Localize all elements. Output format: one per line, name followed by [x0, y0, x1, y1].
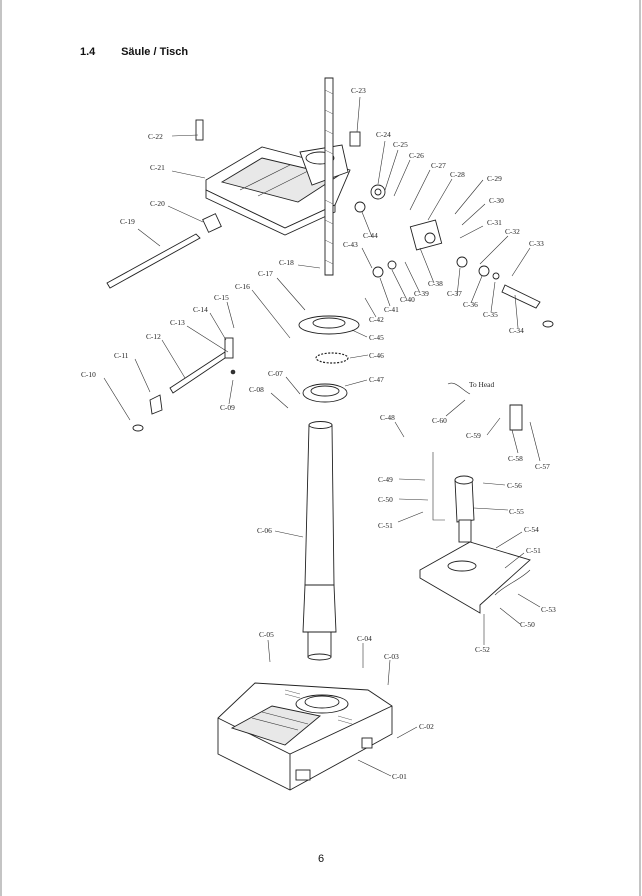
callout-c23: C-23 — [351, 86, 366, 95]
callout-c16: C-16 — [235, 282, 250, 291]
callout-c20: C-20 — [150, 199, 165, 208]
callout-c27: C-27 — [431, 161, 446, 170]
callout-c05: C-05 — [259, 630, 274, 639]
column-drawing — [302, 421, 337, 661]
callout-c31: C-31 — [487, 218, 502, 227]
callout-c15: C-15 — [214, 293, 229, 302]
callout-c04: C-04 — [357, 634, 372, 643]
callout-c01: C-01 — [392, 772, 407, 781]
callout-c26: C-26 — [409, 151, 424, 160]
callout-c25: C-25 — [393, 140, 408, 149]
callout-c39: C-39 — [414, 289, 429, 298]
callout-c50: C-50 — [378, 495, 393, 504]
section-title: Säule / Tisch — [121, 46, 189, 58]
callout-c58: C-58 — [508, 454, 523, 463]
callout-c41: C-41 — [384, 305, 399, 314]
callout-c57: C-57 — [535, 462, 550, 471]
callout-c56: C-56 — [507, 481, 522, 490]
table-mechanism-drawing — [106, 184, 554, 328]
callout-c17: C-17 — [258, 269, 273, 278]
callout-c36: C-36 — [463, 300, 478, 309]
callout-c10: C-10 — [81, 370, 96, 379]
callout-c54: C-54 — [524, 525, 539, 534]
callout-c22: C-22 — [148, 132, 163, 141]
base-drawing — [217, 682, 393, 791]
callout-c49: C-49 — [378, 475, 393, 484]
callout-c59: C-59 — [466, 431, 481, 440]
callout-c12: C-12 — [146, 332, 161, 341]
callout-c44: C-44 — [363, 231, 378, 240]
callout-to-head: To Head — [469, 380, 494, 389]
rack-drawing — [195, 77, 361, 276]
callout-c11: C-11 — [114, 351, 129, 360]
callout-c38: C-38 — [428, 279, 443, 288]
callout-c30: C-30 — [489, 196, 504, 205]
column-collar-drawing — [298, 315, 360, 403]
callout-c46: C-46 — [369, 351, 384, 360]
section-number: 1.4 — [80, 46, 96, 58]
callout-c24: C-24 — [376, 130, 391, 139]
callout-c14: C-14 — [193, 305, 208, 314]
callout-c40: C-40 — [400, 295, 415, 304]
callout-c32: C-32 — [505, 227, 520, 236]
table-drawing — [205, 144, 351, 236]
callout-c47: C-47 — [369, 375, 384, 384]
callout-c51: C-51 — [378, 521, 393, 530]
callout-c29: C-29 — [487, 174, 502, 183]
section-heading: 1.4 Säule / Tisch — [80, 46, 188, 58]
callout-c07: C-07 — [268, 369, 283, 378]
callout-c13: C-13 — [170, 318, 185, 327]
page-number: 6 — [317, 853, 325, 865]
callout-c19: C-19 — [120, 217, 135, 226]
callout-c02: C-02 — [419, 722, 434, 731]
callout-c21: C-21 — [150, 163, 165, 172]
callout-c45: C-45 — [369, 333, 384, 342]
callout-c18: C-18 — [279, 258, 294, 267]
callout-c35: C-35 — [483, 310, 498, 319]
callout-c08: C-08 — [249, 385, 264, 394]
callout-labels: C-23 C-22 C-24 C-25 C-26 C-27 C-28 C-29 … — [81, 86, 556, 781]
callout-c48: C-48 — [380, 413, 395, 422]
callout-c37: C-37 — [447, 289, 462, 298]
callout-c09: C-09 — [220, 403, 235, 412]
callout-c50-pump: C-50 — [520, 620, 535, 629]
callout-c28: C-28 — [450, 170, 465, 179]
callout-c42: C-42 — [369, 315, 384, 324]
crank-handle-drawing — [132, 337, 236, 432]
callout-c55: C-55 — [509, 507, 524, 516]
callout-c06: C-06 — [257, 526, 272, 535]
callout-c33: C-33 — [529, 239, 544, 248]
coolant-pump-drawing — [419, 382, 531, 614]
callout-c51-pump: C-51 — [526, 546, 541, 555]
callout-c03: C-03 — [384, 652, 399, 661]
callout-c34: C-34 — [509, 326, 524, 335]
callout-c43: C-43 — [343, 240, 358, 249]
callout-c60: C-60 — [432, 416, 447, 425]
callout-c53: C-53 — [541, 605, 556, 614]
callout-c52: C-52 — [475, 645, 490, 654]
leader-lines — [103, 96, 541, 777]
